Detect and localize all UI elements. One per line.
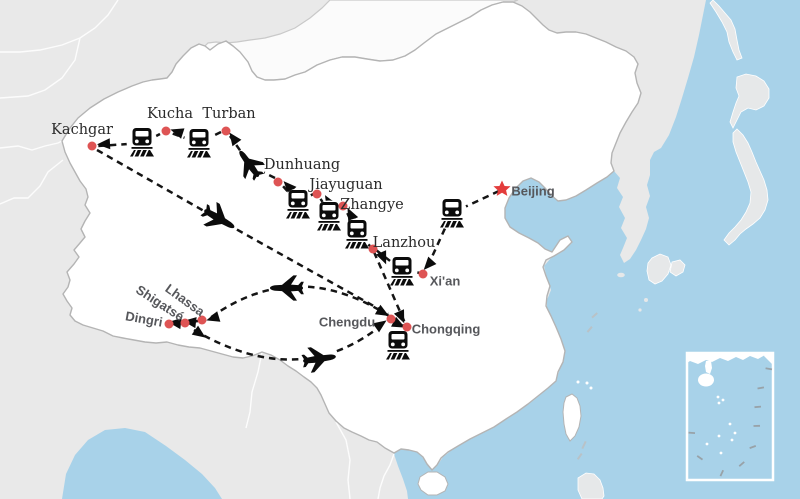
city-dot-jiayuguan — [312, 189, 322, 199]
honshu-island — [723, 128, 769, 246]
city-dot-dingri — [164, 319, 174, 329]
train-icon — [281, 187, 315, 221]
south-china-sea-inset — [685, 351, 775, 482]
city-dot-chengdu — [386, 314, 396, 324]
shikoku-island — [669, 259, 686, 277]
islands — [417, 0, 770, 499]
train-icon — [381, 328, 415, 362]
city-dot-xian — [418, 269, 428, 279]
city-dot-lanzhou — [368, 244, 378, 254]
city-dot-zhangye — [338, 201, 348, 211]
hokkaido-island — [729, 73, 770, 129]
city-markers — [87, 126, 511, 332]
route-lanzhou-chongqing — [372, 251, 407, 324]
sakhalin-island — [709, 0, 743, 61]
city-dot-kucha — [161, 126, 171, 136]
city-dot-lhassa — [197, 315, 207, 325]
city-dot-shigatse — [180, 318, 190, 328]
country-borders — [0, 0, 395, 499]
beijing-star-icon — [493, 180, 511, 196]
train-icon — [435, 196, 469, 230]
inset-dash-line — [688, 367, 773, 477]
city-dot-dunhuang — [273, 177, 283, 187]
inset-islands — [705, 395, 737, 455]
jeju-island — [617, 272, 625, 278]
route-lhassa-chengdu-return — [193, 323, 384, 361]
city-dot-turban — [221, 126, 231, 136]
city-dot-chongqing — [402, 322, 412, 332]
train-icon — [125, 125, 159, 159]
train-icon — [340, 217, 374, 251]
taiwan-island — [562, 393, 582, 442]
hainan-island — [417, 471, 449, 496]
plane-icons — [197, 143, 338, 375]
luzon-island — [577, 472, 605, 499]
train-icon — [182, 126, 216, 160]
train-icon — [385, 254, 419, 288]
city-dot-kachgar — [87, 141, 97, 151]
kyushu-island — [646, 253, 672, 285]
